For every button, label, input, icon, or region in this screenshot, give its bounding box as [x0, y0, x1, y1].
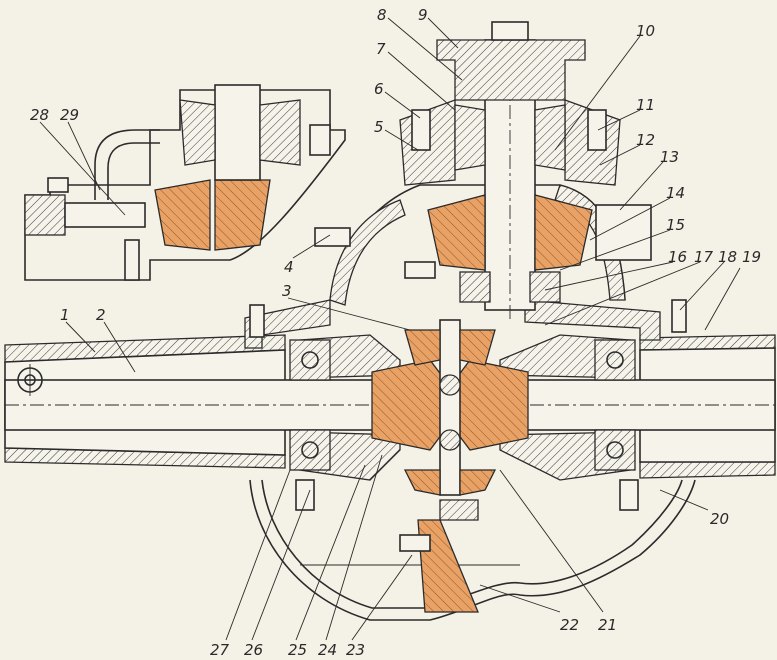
housing-bolts [249, 227, 687, 552]
callout-23: 23 [346, 641, 365, 659]
callout-13: 13 [660, 148, 679, 166]
callout-24: 24 [318, 641, 337, 659]
callout-15: 15 [666, 216, 685, 234]
callout-29: 29 [60, 106, 79, 124]
callout-28: 28 [30, 106, 49, 124]
pinion-housing-bolts [411, 109, 652, 261]
callout-25: 25 [288, 641, 307, 659]
callout-19: 19 [742, 248, 761, 266]
callout-11: 11 [636, 96, 655, 114]
callout-1: 1 [60, 306, 70, 324]
callout-27: 27 [210, 641, 230, 659]
callout-20: 20 [710, 510, 729, 528]
axle-bearings [289, 339, 636, 471]
oil-pan [249, 479, 696, 621]
callout-14: 14 [666, 184, 685, 202]
callout-4: 4 [284, 258, 294, 276]
callout-22: 22 [560, 616, 579, 634]
callout-2: 2 [96, 306, 106, 324]
leader-lines [39, 17, 741, 641]
callout-21: 21 [598, 616, 617, 634]
callout-16: 16 [668, 248, 687, 266]
callout-labels: 1 2 3 4 5 6 7 8 9 10 11 12 13 14 15 16 1… [30, 6, 761, 659]
inset-detail [24, 84, 346, 281]
callout-26: 26 [244, 641, 263, 659]
callout-10: 10 [636, 22, 655, 40]
callout-8: 8 [377, 6, 387, 24]
ring-gear [417, 499, 479, 613]
callout-3: 3 [282, 282, 292, 300]
callout-7: 7 [376, 40, 386, 58]
end-bolt [14, 364, 46, 396]
callout-12: 12 [636, 131, 655, 149]
callout-5: 5 [374, 118, 384, 136]
callout-9: 9 [418, 6, 428, 24]
spider [403, 319, 497, 496]
callout-6: 6 [374, 80, 384, 98]
callout-18: 18 [718, 248, 737, 266]
callout-17: 17 [694, 248, 714, 266]
